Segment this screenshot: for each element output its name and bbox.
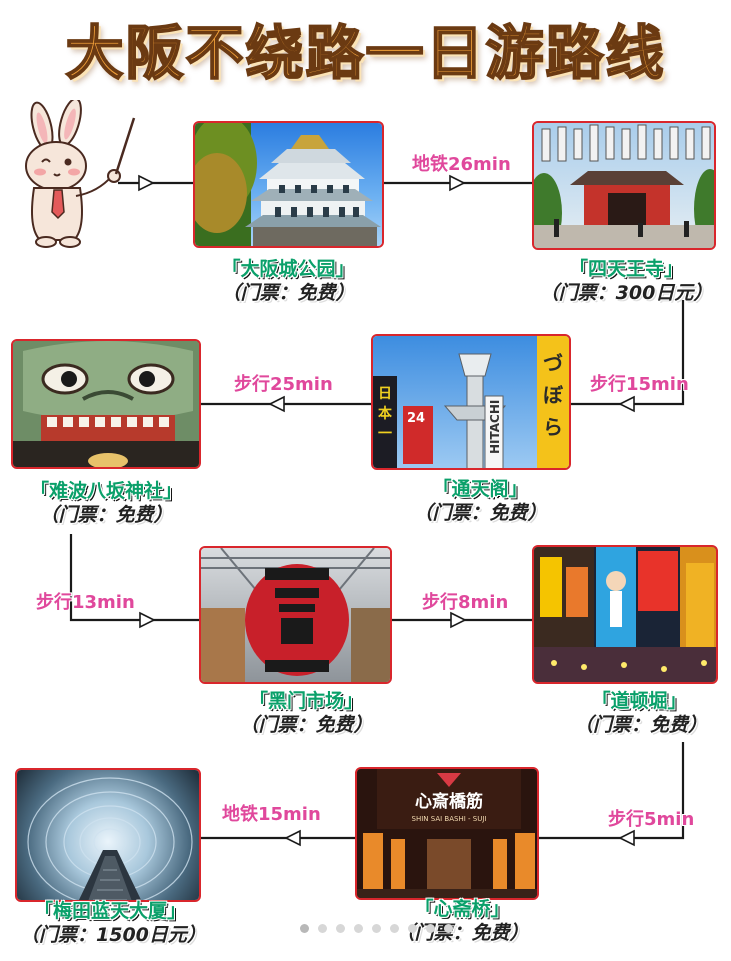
carousel-dot[interactable]	[444, 924, 453, 933]
stop-ticket: （门票：1500日元）	[20, 923, 206, 946]
photo-dotonbori	[532, 545, 718, 684]
stop-name: 「梅田蓝天大厦」	[33, 900, 186, 922]
stop-ticket: （门票：免费）	[239, 713, 373, 736]
stop-namba-yasaka: 「难波八坂神社」 （门票：免费）	[20, 480, 192, 528]
stop-ticket: （门票：免费）	[39, 503, 173, 526]
stop-dotonbori: 「道顿堀」 （门票：免费）	[574, 690, 708, 738]
carousel-dot[interactable]	[300, 924, 309, 933]
svg-text:一: 一	[378, 426, 392, 442]
carousel-dot[interactable]	[354, 924, 363, 933]
leg-label: 步行13min	[36, 592, 135, 613]
leg-label: 步行5min	[608, 809, 695, 830]
stop-name: 「大阪城公园」	[221, 258, 355, 280]
stop-ticket: （门票：免费）	[574, 713, 708, 736]
stop-name: 「黑门市场」	[248, 690, 363, 712]
rabbit-teacher-icon	[18, 97, 138, 250]
svg-text:本: 本	[378, 405, 393, 422]
carousel-dot[interactable]	[372, 924, 381, 933]
stop-name: 「四天王寺」	[568, 258, 683, 280]
stop-ticket: （门票：免费）	[221, 281, 355, 304]
photo-namba-yasaka	[11, 339, 201, 469]
stop-ticket: （门票：免费）	[413, 501, 547, 524]
carousel-dot[interactable]	[336, 924, 345, 933]
stop-umeda-sky: 「梅田蓝天大厦」 （门票：1500日元）	[20, 900, 206, 948]
stop-kuromon: 「黑门市场」 （门票：免费）	[236, 690, 376, 738]
leg-label: 地铁15min	[222, 804, 321, 825]
svg-text:ぼ: ぼ	[543, 383, 564, 407]
stop-name: 「难波八坂神社」	[29, 480, 182, 502]
photo-kuromon	[199, 546, 392, 684]
svg-text:ら: ら	[543, 415, 563, 439]
photo-tsutenkaku: 日本一 24 HITACHI づぼら	[371, 334, 571, 470]
stop-ticket: （门票：300日元）	[539, 281, 713, 304]
carousel-dot[interactable]	[408, 924, 417, 933]
photo-umeda-sky	[15, 768, 201, 902]
stop-osaka-castle: 「大阪城公园」 （门票：免费）	[200, 258, 376, 306]
carousel-dot[interactable]	[318, 924, 327, 933]
photo-shinsaibashi: 心斎橋筋 SHIN SAI BASHI - SUJI	[355, 767, 539, 900]
stop-name: 「道顿堀」	[591, 690, 687, 712]
carousel-dot[interactable]	[426, 924, 435, 933]
page-title: 大阪不绕路一日游路线	[64, 18, 666, 88]
stop-name: 「心斋桥」	[414, 898, 510, 920]
stop-tsutenkaku: 「通天阁」 （门票：免费）	[410, 478, 550, 526]
leg-label: 步行8min	[422, 592, 509, 613]
photo-shitennoji	[532, 121, 716, 250]
stop-shitennoji: 「四天王寺」 （门票：300日元）	[536, 258, 716, 306]
carousel-indicator[interactable]	[300, 924, 453, 933]
svg-text:づ: づ	[543, 351, 563, 375]
stop-shinsaibashi: 「心斋桥」 （门票：免费）	[392, 898, 532, 946]
photo-sign-text: HITACHI	[488, 400, 502, 454]
photo-osaka-castle	[193, 121, 384, 248]
photo-sign-text: 心斎橋筋	[415, 791, 483, 812]
arrowhead-icon	[138, 174, 635, 847]
carousel-dot[interactable]	[390, 924, 399, 933]
stop-name: 「通天阁」	[432, 478, 528, 500]
leg-label: 步行15min	[590, 374, 689, 395]
leg-label: 地铁26min	[412, 154, 511, 175]
svg-text:日: 日	[378, 386, 392, 402]
leg-label: 步行25min	[234, 374, 333, 395]
photo-sign-text: SHIN SAI BASHI - SUJI	[412, 815, 487, 823]
photo-sign-text: 24	[407, 411, 425, 426]
